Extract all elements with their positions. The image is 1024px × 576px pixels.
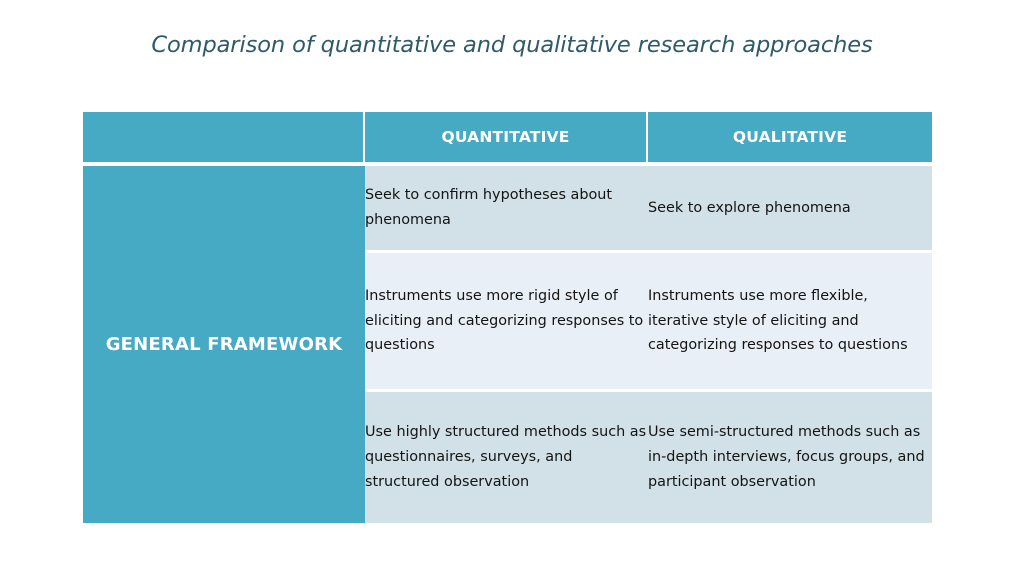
table-body: GENERAL FRAMEWORK Seek to confirm hypoth… <box>83 162 932 523</box>
table-row: Instruments use more rigid style of elic… <box>83 253 932 389</box>
cell-qualitative-3: Use semi-structured methods such as in-d… <box>648 392 932 523</box>
row-divider-2 <box>83 389 932 392</box>
comparison-table: QUANTITATIVE QUALITATIVE GENERAL FRAMEWO… <box>83 112 932 523</box>
gap-cell-1 <box>83 162 365 166</box>
divider-cell-quantitative-1 <box>365 250 648 253</box>
cell-qualitative-2: Instruments use more flexible, iterative… <box>648 253 932 389</box>
divider-cell-qualitative-1 <box>648 250 932 253</box>
table-header-cell-qualitative: QUALITATIVE <box>648 112 932 162</box>
divider-cell-quantitative-2 <box>365 389 648 392</box>
gap-cell-3 <box>648 162 932 166</box>
page-title: Comparison of quantitative and qualitati… <box>151 32 873 58</box>
divider-cell-qualitative-2 <box>648 389 932 392</box>
cell-quantitative-2: Instruments use more rigid style of elic… <box>365 253 648 389</box>
row-divider-1 <box>83 250 932 253</box>
cell-qualitative-1: Seek to explore phenomena <box>648 166 932 250</box>
row-group-label-general-framework: GENERAL FRAMEWORK <box>83 166 365 523</box>
table-row: Use highly structured methods such as qu… <box>83 392 932 523</box>
table-header-cell-category <box>83 112 365 162</box>
table-row: GENERAL FRAMEWORK Seek to confirm hypoth… <box>83 166 932 523</box>
table-header-row: QUANTITATIVE QUALITATIVE <box>83 112 932 162</box>
gap-cell-2 <box>365 162 648 166</box>
header-body-gap <box>83 162 932 166</box>
cell-quantitative-3: Use highly structured methods such as qu… <box>365 392 648 523</box>
table-header: QUANTITATIVE QUALITATIVE <box>83 112 932 162</box>
table-header-cell-quantitative: QUANTITATIVE <box>365 112 648 162</box>
cell-quantitative-1: Seek to confirm hypotheses about phenome… <box>365 166 648 250</box>
